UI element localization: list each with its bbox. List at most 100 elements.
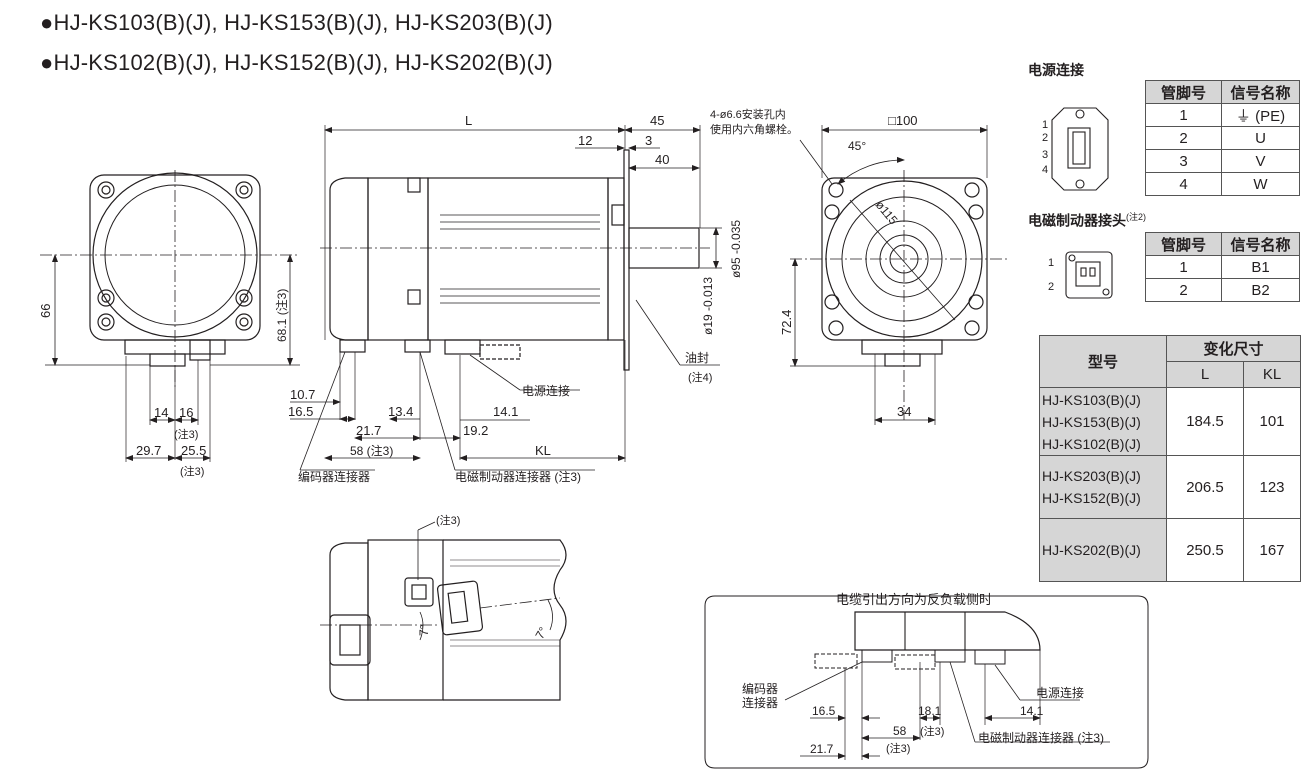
dim-12: 12: [578, 133, 592, 148]
model-cell: HJ-KS202(B)(J): [1039, 518, 1167, 582]
power-pin-1: 1: [1042, 119, 1048, 131]
brake-connector-title: 电磁制动器接头(注2): [1028, 210, 1146, 231]
power-header-signal: 信号名称: [1221, 80, 1300, 104]
flange-view: [790, 125, 1010, 425]
brake-header-signal: 信号名称: [1221, 232, 1300, 256]
brake-row-signal: B2: [1221, 278, 1300, 302]
inset-note-a: (注3): [920, 724, 944, 738]
model-title-line2: ●HJ-KS102(B)(J), HJ-KS152(B)(J), HJ-KS20…: [40, 50, 553, 75]
bottom-note: (注3): [436, 513, 460, 527]
power-header-pin: 管脚号: [1145, 80, 1222, 104]
power-row-signal: ⏚ (PE): [1221, 103, 1300, 127]
inset-note-b: (注3): [886, 741, 910, 755]
L-value: 184.5: [1166, 387, 1244, 456]
brake-row-signal: B1: [1221, 255, 1300, 279]
power-row-pin: 1: [1145, 103, 1222, 127]
dim-3: 3: [645, 133, 652, 148]
brake-connector-icon: [1065, 251, 1113, 299]
inset-title: 电缆引出方向为反负载侧时: [836, 592, 992, 607]
holes-note-line2: 使用内六角螺栓。: [710, 122, 798, 136]
dim-21-7: 21.7: [356, 423, 381, 438]
dim-40: 40: [655, 152, 669, 167]
variable-dim-header: 变化尺寸: [1166, 335, 1301, 362]
power-pin-3: 3: [1042, 149, 1048, 161]
inset-brake-conn: 电磁制动器连接器 (注3): [978, 730, 1104, 745]
dim-16: 16: [179, 405, 193, 420]
dim-sq100: □100: [888, 113, 918, 128]
model-name: HJ-KS103(B)(J): [1042, 391, 1141, 408]
bottom-view: [320, 521, 567, 701]
dim-angle-45: 45°: [848, 139, 866, 153]
bottom-angle-2: 7°: [532, 624, 550, 641]
power-connector-icon: [1051, 107, 1109, 191]
brake-header-pin: 管脚号: [1145, 232, 1222, 256]
brake-connector-title-text: 电磁制动器接头: [1028, 212, 1126, 229]
dim-45: 45: [650, 113, 664, 128]
dim-58: 58 (注3): [350, 443, 393, 458]
inset-box: [704, 595, 1149, 769]
dim-19-2: 19.2: [463, 423, 488, 438]
power-row-signal: W: [1221, 172, 1300, 196]
inset-dim-58: 58: [893, 724, 907, 738]
model-name: HJ-KS102(B)(J): [1042, 435, 1141, 452]
dim-66: 66: [38, 304, 53, 318]
inset-dim-14-1: 14.1: [1020, 704, 1044, 718]
dim-phi95: ø95 -0.035: [729, 220, 743, 278]
dim-34: 34: [897, 404, 911, 419]
dim-25-5: 25.5: [181, 443, 206, 458]
power-row-pin: 3: [1145, 149, 1222, 173]
model-name: HJ-KS153(B)(J): [1042, 413, 1141, 430]
dim-L: L: [465, 113, 472, 128]
dim-10-7: 10.7: [290, 387, 315, 402]
model-cell: HJ-KS203(B)(J) HJ-KS152(B)(J): [1039, 455, 1167, 519]
dim-68-1: 68.1 (注3): [274, 289, 289, 342]
bottom-angle-1: 7°: [417, 624, 431, 636]
dim-note2: (注3): [180, 464, 204, 478]
dim-13-4: 13.4: [388, 404, 413, 419]
L-value: 206.5: [1166, 455, 1244, 519]
model-name: HJ-KS152(B)(J): [1042, 490, 1141, 506]
dim-KL: KL: [535, 443, 551, 458]
power-pin-4: 4: [1042, 164, 1048, 176]
inset-encoder-line1: 编码器: [742, 681, 778, 696]
inset-encoder-line2: 连接器: [742, 695, 778, 710]
dim-16-5: 16.5: [288, 404, 313, 419]
power-conn-label: 电源连接: [522, 383, 570, 398]
inset-dim-16-5: 16.5: [812, 704, 836, 718]
L-value: 250.5: [1166, 518, 1244, 582]
power-row-signal: V: [1221, 149, 1300, 173]
KL-value: 101: [1243, 387, 1301, 456]
dim-phi19: ø19 -0.013: [701, 277, 715, 335]
oil-seal-label: 油封: [685, 351, 709, 365]
model-header: 型号: [1039, 335, 1167, 388]
front-view: [40, 170, 300, 462]
brake-pin-1: 1: [1048, 257, 1054, 269]
inset-dim-21-7: 21.7: [810, 742, 834, 756]
model-cell: HJ-KS103(B)(J) HJ-KS153(B)(J) HJ-KS102(B…: [1039, 387, 1167, 456]
brake-row-pin: 1: [1145, 255, 1222, 279]
col-L-header: L: [1166, 361, 1244, 388]
encoder-connector-label: 编码器连接器: [298, 469, 370, 484]
dim-phi115: ø115: [873, 198, 901, 228]
power-pin-2: 2: [1042, 132, 1048, 144]
KL-value: 123: [1243, 455, 1301, 519]
holes-note-line1: 4-ø6.6安装孔内: [710, 107, 786, 121]
side-view: [290, 125, 722, 471]
inset-power-conn: 电源连接: [1036, 685, 1084, 700]
brake-row-pin: 2: [1145, 278, 1222, 302]
model-name: HJ-KS203(B)(J): [1042, 468, 1141, 484]
variable-dimension-table: 型号 变化尺寸 L KL HJ-KS103(B)(J) HJ-KS153(B)(…: [1039, 335, 1301, 582]
dim-14-1: 14.1: [493, 404, 518, 419]
power-row-pin: 2: [1145, 126, 1222, 150]
model-name: HJ-KS202(B)(J): [1042, 542, 1141, 558]
dim-29-7: 29.7: [136, 443, 161, 458]
dim-72-4: 72.4: [779, 310, 794, 335]
power-row-signal: U: [1221, 126, 1300, 150]
col-KL-header: KL: [1243, 361, 1301, 388]
power-row-pin: 4: [1145, 172, 1222, 196]
power-connection-title: 电源连接: [1028, 62, 1084, 78]
model-title-line1: ●HJ-KS103(B)(J), HJ-KS153(B)(J), HJ-KS20…: [40, 10, 553, 35]
oil-seal-note: (注4): [688, 370, 712, 384]
